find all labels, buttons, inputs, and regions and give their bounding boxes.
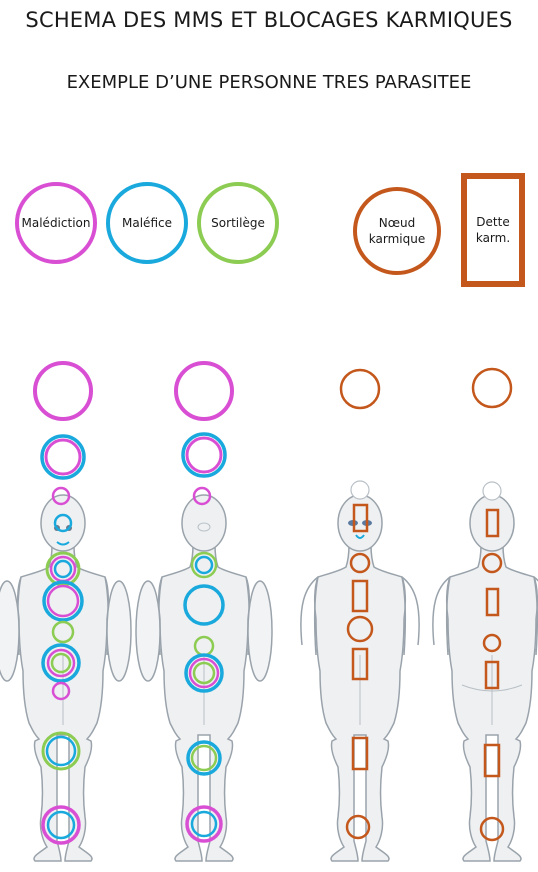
legend-noeud-label-2: karmique [368, 232, 426, 246]
legend-malefice: Maléfice [106, 182, 188, 264]
legend-malediction: Malédiction [15, 182, 97, 264]
legend-noeud-label-1: Nœud [378, 216, 416, 230]
legend-dette-karmique: Dette karm. [461, 173, 525, 287]
legend-malediction-label: Malédiction [21, 216, 91, 230]
page-title: SCHEMA DES MMS ET BLOCAGES KARMIQUES [25, 8, 513, 32]
page-subtitle: EXEMPLE D’UNE PERSONNE TRES PARASITEE [66, 72, 472, 93]
legend-malefice-label: Maléfice [122, 216, 172, 230]
legend-dette-label-2: karm. [475, 231, 511, 245]
legend-dette-label-1: Dette [476, 215, 510, 229]
figure-3-front-karmic [300, 368, 420, 862]
legend-sortilege-label: Sortilège [211, 216, 265, 230]
figure-4-back-karmic [432, 367, 538, 862]
legend-sortilege: Sortilège [197, 182, 279, 264]
figure-2-back [135, 361, 273, 862]
body-figures [0, 361, 538, 862]
figure-1-front [0, 361, 132, 862]
legend-noeud-karmique: Nœud karmique [353, 187, 441, 275]
